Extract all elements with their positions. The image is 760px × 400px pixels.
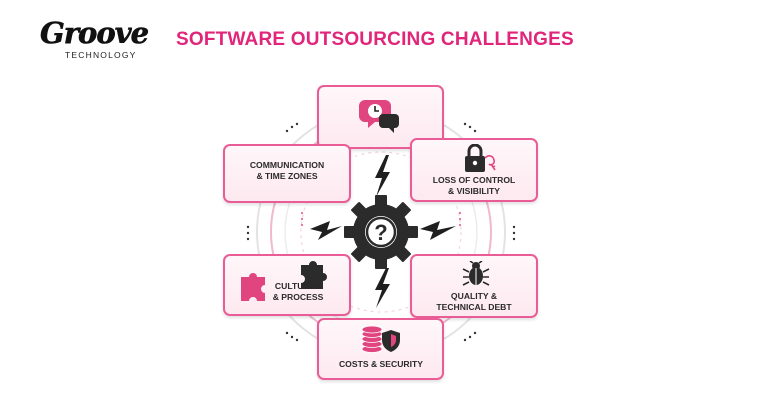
lightning-bolts [310,155,456,308]
groove-logo: Groove TECHNOLOGY [40,16,150,62]
card-quality-technical-debt: QUALITY & TECHNICAL DEBT [410,254,538,318]
puzzle-pieces-icon [241,261,327,301]
logo-subtext: TECHNOLOGY [65,50,137,60]
center-gear-icon [344,195,418,269]
card-costs-security: COSTS & SECURITY [317,318,444,380]
bolt-left-icon [310,221,342,240]
padlock-keys-icon [465,144,496,172]
card-loss-of-control: LOSS OF CONTROL & VISIBILITY [410,138,538,202]
bolt-bottom-icon [375,268,390,308]
card-communication-time-zones: COMMUNICATION & TIME ZONES [223,144,351,203]
card-label: COMMUNICATION & TIME ZONES [249,160,325,181]
bolt-top-icon [375,155,390,197]
center-question-mark: ? [374,220,387,245]
bolt-right-icon [420,221,456,240]
card-label: QUALITY & TECHNICAL DEBT [436,291,512,312]
card-label: CULTURAL & PROCESS [272,281,324,302]
speech-bubble-clock-icon [359,100,399,133]
bug-icon [462,261,490,286]
card-label: LOSS OF CONTROL & VISIBILITY [432,175,516,196]
card-top [317,85,444,149]
card-cultural-process: CULTURAL & PROCESS [223,254,351,316]
page-title: SOFTWARE OUTSOURCING CHALLENGES [176,29,574,50]
card-label: COSTS & SECURITY [338,359,424,369]
coins-shield-icon [361,326,400,353]
logo-wordmark: Groove [40,16,150,51]
